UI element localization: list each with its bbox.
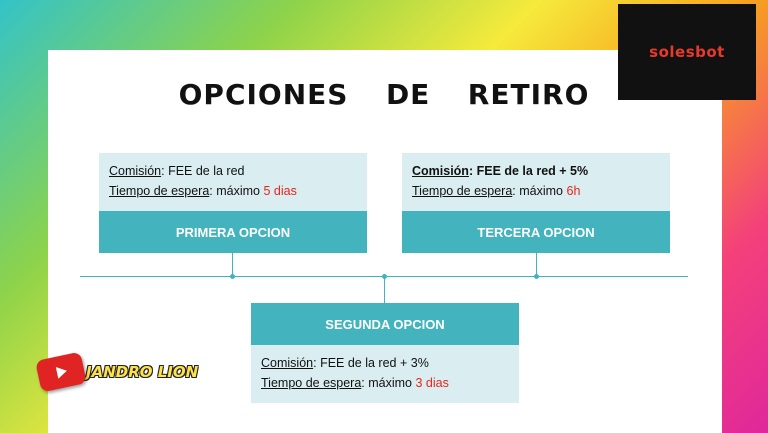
third-wait-line: Tiempo de espera: máximo 6h — [412, 184, 581, 198]
second-commission-value: FEE de la red + 3% — [320, 356, 429, 370]
second-wait-value: 3 dias — [415, 376, 449, 390]
third-timeline-dot — [534, 274, 539, 279]
third-connector — [536, 253, 537, 276]
play-triangle-icon — [55, 366, 67, 379]
third-commission-value: FEE de la red + 5% — [476, 164, 589, 178]
wait-label: Tiempo de espera — [261, 376, 362, 390]
third-wait-value: 6h — [566, 184, 581, 198]
first-commission-line: Comisión: FEE de la red — [109, 164, 245, 178]
wait-prefix: máximo — [368, 376, 413, 390]
commission-label: Comisión — [109, 164, 162, 178]
solesbot-logo: solesbot — [618, 4, 756, 100]
second-option-header: SEGUNDA OPCION — [251, 303, 519, 345]
commission-label: Comisión — [261, 356, 314, 370]
first-option-details: Comisión: FEE de la red Tiempo de espera… — [99, 153, 367, 211]
wait-prefix: máximo — [216, 184, 261, 198]
second-connector — [384, 276, 385, 303]
channel-brand: JANDRO LION — [35, 351, 199, 393]
third-option-details: Comisión: FEE de la red + 5% Tiempo de e… — [402, 153, 670, 211]
first-option-header: PRIMERA OPCION — [99, 211, 367, 253]
wait-label: Tiempo de espera — [109, 184, 210, 198]
commission-label: Comisión — [412, 164, 469, 178]
first-timeline-dot — [230, 274, 235, 279]
third-option-header: TERCERA OPCION — [402, 211, 670, 253]
first-commission-value: FEE de la red — [168, 164, 245, 178]
logo-text-part2: lesbot — [669, 43, 725, 61]
page-title: OPCIONES DE RETIRO — [178, 78, 590, 111]
channel-name: JANDRO LION — [86, 363, 199, 381]
first-connector — [232, 253, 233, 276]
logo-text-part1: so — [649, 43, 670, 61]
third-commission-line: Comisión: FEE de la red + 5% — [412, 164, 589, 178]
second-commission-line: Comisión: FEE de la red + 3% — [261, 356, 429, 370]
second-wait-line: Tiempo de espera: máximo 3 dias — [261, 376, 449, 390]
first-wait-line: Tiempo de espera: máximo 5 dias — [109, 184, 297, 198]
second-timeline-dot — [382, 274, 387, 279]
second-option-details: Comisión: FEE de la red + 3% Tiempo de e… — [251, 345, 519, 403]
youtube-play-icon — [35, 351, 87, 393]
first-wait-value: 5 dias — [263, 184, 297, 198]
wait-prefix: máximo — [519, 184, 564, 198]
wait-label: Tiempo de espera — [412, 184, 513, 198]
